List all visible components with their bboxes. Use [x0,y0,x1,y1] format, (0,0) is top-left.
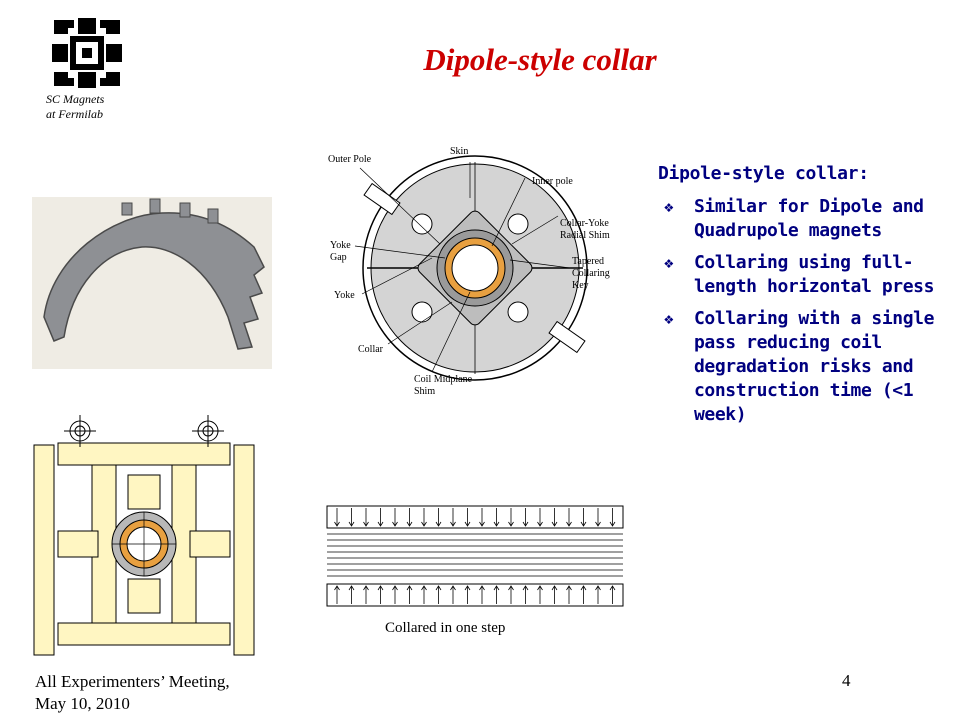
diamond-bullet-icon: ❖ [664,197,674,216]
label-collar: Collar [358,344,384,355]
diamond-bullet-icon: ❖ [664,253,674,272]
page-title: Dipole-style collar [0,42,960,78]
org-line-2: at Fermilab [46,107,103,121]
label-outer-pole: Outer Pole [328,154,372,165]
label-skin: Skin [450,146,468,157]
label-yoke: Yoke [334,290,355,301]
press-arrow-head [493,585,500,591]
panel-heading: Dipole-style collar: [658,163,869,184]
press-arrow-head [363,585,369,591]
list-item: ❖ Collaring using full-length horizontal … [658,251,943,299]
collar-lamination-photo [32,197,272,369]
press-arrow-head [522,521,529,527]
press-arrow-head [479,585,485,591]
press-arrow-head [348,521,355,527]
press-arrow-head [421,521,427,527]
dipole-cross-section-diagram: Outer Pole Skin Inner pole Yoke Gap Yoke… [328,146,610,397]
press-arrow-head [508,585,514,591]
collared-stack-drawing: Collared in one step [326,505,624,636]
label-yoke-gap-1: Yoke [330,240,351,251]
press-arrow-head [464,585,471,591]
press-arrow-head [580,585,587,591]
press-arrow-head [551,521,558,527]
label-collar-yoke-2: Radial Shim [560,230,610,241]
footer-line-1: All Experimenters’ Meeting, [35,672,230,691]
press-arrow-head [377,521,384,527]
press-arrow-head [595,521,601,527]
press-arrow-head [334,585,340,591]
press-arrow-head [493,521,500,527]
label-yoke-gap-2: Gap [330,252,347,263]
organization-label: SC Magnets at Fermilab [46,92,136,122]
bullet-text: Collaring using full-length horizontal p… [694,252,935,297]
press-arrow-head [435,585,442,591]
press-arrow-head [522,585,529,591]
press-arrow-head [334,521,340,527]
label-tapered-1: Tapered [572,256,604,267]
press-arrow-head [392,585,398,591]
press-arrow-head [537,585,543,591]
press-arrow-head [406,521,413,527]
page-number: 4 [842,671,851,690]
footer-line-2: May 10, 2010 [35,694,130,713]
press-arrow-head [363,521,369,527]
press-arrow-head [537,521,543,527]
bullet-panel: Dipole-style collar: ❖ Similar for Dipole… [658,162,943,435]
press-arrow-head [377,585,384,591]
page-title-text: Dipole-style collar [423,42,657,77]
press-arrow-head [566,585,572,591]
press-arrow-head [609,521,616,527]
label-tapered-2: Collaring [572,268,610,279]
press-arrow-head [595,585,601,591]
label-coil-midplane-2: Shim [414,386,435,397]
press-arrow-head [406,585,413,591]
bullet-text: Similar for Dipole and Quadrupole magnet… [694,196,924,241]
press-arrow-head [551,585,558,591]
press-arrow-head [479,521,485,527]
label-collar-yoke-1: Collar-Yoke [560,218,609,229]
bullet-list: ❖ Similar for Dipole and Quadrupole magne… [658,195,943,427]
label-coil-midplane-1: Coil Midplane [414,374,473,385]
press-arrow-head [421,585,427,591]
press-arrow-head [580,521,587,527]
list-item: ❖ Collaring with a single pass reducing c… [658,307,943,427]
stack-caption: Collared in one step [385,620,505,636]
press-arrow-head [508,521,514,527]
footer-meeting: All Experimenters’ Meeting, May 10, 2010 [35,671,230,715]
collaring-press-drawing [33,415,255,656]
press-arrow-head [450,521,456,527]
press-arrow-head [450,585,456,591]
diamond-bullet-icon: ❖ [664,309,674,328]
press-arrow-head [435,521,442,527]
label-inner-pole: Inner pole [532,176,573,187]
list-item: ❖ Similar for Dipole and Quadrupole magne… [658,195,943,243]
label-tapered-3: Key [572,280,589,291]
bullet-text: Collaring with a single pass reducing co… [694,308,935,425]
fermilab-logo-icon [52,18,122,88]
org-line-1: SC Magnets [46,92,105,106]
press-arrow-head [392,521,398,527]
press-arrow-head [348,585,355,591]
press-arrow-head [609,585,616,591]
press-arrow-head [566,521,572,527]
press-arrow-head [464,521,471,527]
